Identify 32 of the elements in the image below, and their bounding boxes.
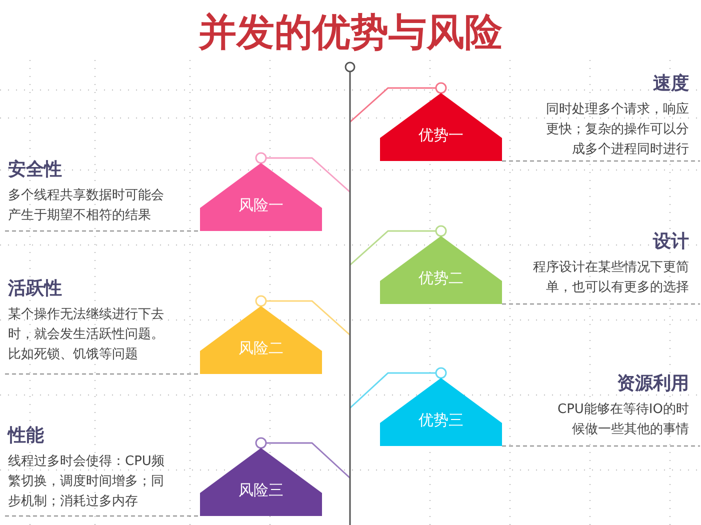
description-text: CPU能够在等待IO的时候做一些其他的事情 [556,401,689,439]
house-shape [200,306,322,374]
timeline-drawing [344,61,356,525]
section-heading: 资源利用 [617,372,689,396]
leader-line [350,367,447,409]
house-shape [200,448,322,516]
leader-line [255,295,350,336]
shape-label: 风险二 [238,338,284,358]
leader-line [350,225,447,266]
shape-label: 优势二 [418,268,464,288]
section-heading: 安全性 [8,158,62,182]
shape-label: 优势三 [418,410,464,430]
house-shape [200,163,322,231]
house-shape [380,93,502,161]
title: 并发的优势与风险 [198,9,504,56]
section-heading: 活跃性 [8,277,62,301]
section-heading: 性能 [8,424,44,448]
description-text: 同时处理多个请求，响应更快；复杂的操作可以分成多个进程同时进行 [545,101,689,159]
description-text: 某个操作无法继续进行下去时，就会发生活跃性问题。比如死锁、饥饿等问题 [8,306,165,364]
house-shape [380,378,502,446]
description-text: 程序设计在某些情况下更简单，也可以有更多的选择 [532,259,689,297]
leader-line [255,437,350,479]
shape-label: 优势一 [418,125,464,145]
description-text: 多个线程共享数据时可能会产生于期望不相符的结果 [8,187,165,225]
section-heading: 设计 [653,230,689,254]
leader-line [350,82,447,123]
section-heading: 速度 [653,72,689,96]
description-text: 线程过多时会使得：CPU频繁切换，调度时间增多；同步机制；消耗过多内存 [8,453,166,511]
shape-label: 风险一 [238,195,284,215]
house-shape [380,236,502,304]
shape-label: 风险三 [238,480,284,500]
leader-line [255,152,350,193]
